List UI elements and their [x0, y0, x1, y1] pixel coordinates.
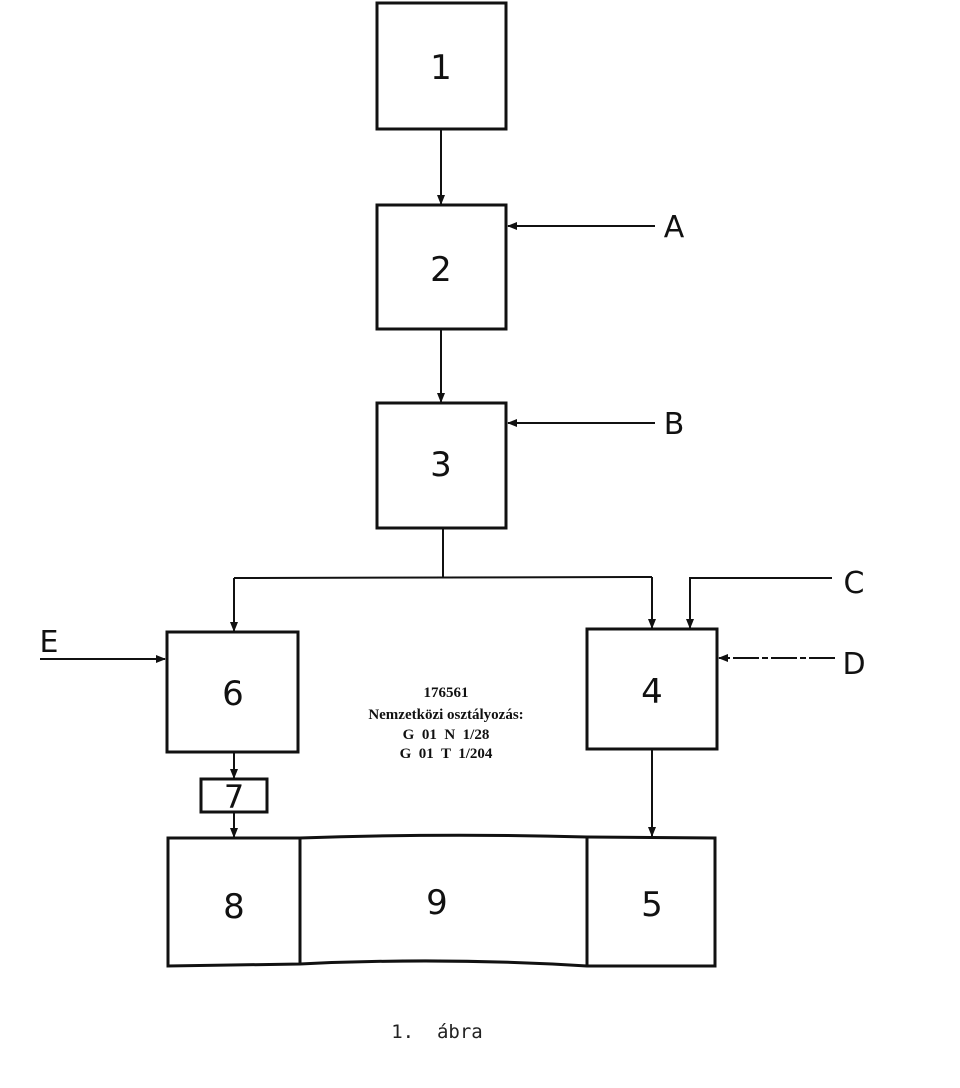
patent-classification-title: Nemzetközi osztályozás:	[368, 707, 523, 723]
box-6: 6	[165, 630, 300, 754]
box-6-label: 6	[222, 674, 244, 714]
bottom-row: 8 9 5	[166, 833, 717, 968]
box-3: 3	[375, 401, 508, 530]
box-7: 7	[199, 777, 269, 816]
input-label-a: A	[664, 210, 685, 245]
input-arrows	[40, 222, 835, 663]
figure-caption: 1. ábra	[391, 1021, 483, 1043]
input-label-c: C	[844, 566, 865, 601]
box-2-label: 2	[430, 250, 452, 290]
patent-number: 176561	[424, 685, 469, 701]
patent-info: 176561 Nemzetközi osztályozás: G 01 N 1/…	[368, 685, 523, 762]
box-1: 1	[375, 1, 508, 131]
box-9-label: 9	[426, 883, 448, 923]
box-3-label: 3	[430, 445, 452, 485]
box-2: 2	[375, 203, 508, 331]
connections	[230, 129, 656, 838]
box-1-label: 1	[430, 48, 452, 88]
branch-bus	[233, 576, 653, 579]
box-5-label: 5	[641, 885, 663, 925]
arrow-c-line	[686, 577, 832, 629]
box-7-label: 7	[224, 778, 244, 816]
input-label-b: B	[664, 407, 685, 442]
box-4-label: 4	[641, 672, 663, 712]
input-label-e: E	[40, 625, 59, 660]
patent-class-2: G 01 T 1/204	[400, 746, 493, 762]
patent-class-1: G 01 N 1/28	[403, 727, 490, 743]
input-label-d: D	[842, 647, 865, 682]
box-4: 4	[585, 627, 719, 751]
box-8-label: 8	[223, 887, 245, 927]
